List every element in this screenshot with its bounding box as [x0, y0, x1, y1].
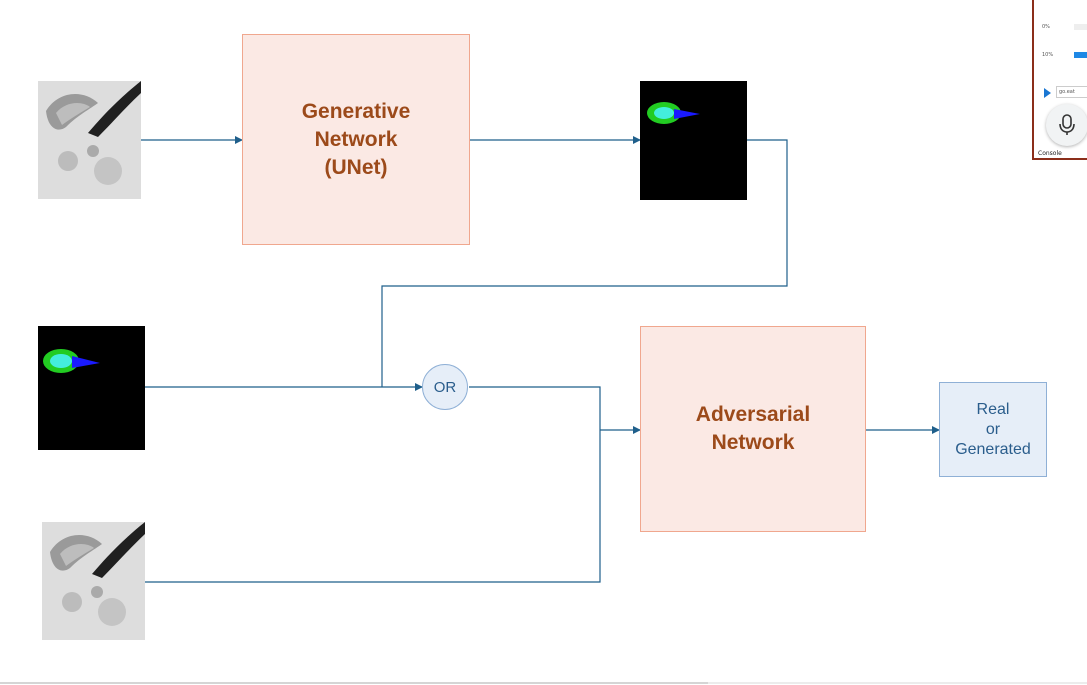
paired-mri-image: [42, 522, 145, 640]
inset-progress-bar-1: [1074, 24, 1087, 30]
output-box: Real or Generated: [939, 382, 1047, 477]
microphone-icon: [1059, 114, 1075, 135]
inset-console-label: Console: [1038, 150, 1062, 157]
inset-progress-bar-2: [1074, 52, 1087, 58]
inset-screenshot-panel: 0% 10% go.eat Console: [1032, 0, 1087, 160]
output-label-line-1: Real: [976, 400, 1010, 418]
generative-network-box: Generative Network (UNet): [242, 34, 470, 245]
generator-label-line-3: (UNet): [324, 155, 388, 179]
discriminator-label-line-1: Adversarial: [695, 403, 811, 426]
play-icon[interactable]: [1044, 88, 1051, 98]
bottom-divider-right: [708, 682, 1087, 684]
output-label-line-3: Generated: [955, 440, 1031, 458]
inset-row-label-2: 10%: [1042, 52, 1054, 58]
line-mri-to-merge: [145, 430, 601, 583]
generator-label-line-2: Network: [314, 127, 398, 151]
generated-segmentation-mask: [647, 102, 700, 124]
mri-slice-image: [42, 522, 145, 640]
adversarial-network-box: Adversarial Network: [640, 326, 866, 532]
real-mask-image: [38, 326, 145, 450]
generated-mask-image: [640, 81, 747, 200]
input-mri-image: [38, 81, 141, 199]
inset-row-label-1: 0%: [1042, 24, 1050, 30]
generator-label-line-1: Generative: [301, 99, 411, 123]
inset-code-field[interactable]: go.eat: [1056, 86, 1087, 98]
microphone-button[interactable]: [1046, 104, 1087, 146]
or-node: OR: [422, 364, 468, 410]
line-generated-mask-route: [381, 139, 788, 387]
output-label-line-2: or: [985, 420, 1001, 438]
or-label: OR: [433, 378, 457, 396]
line-or-to-merge: [469, 386, 601, 430]
bottom-divider: [0, 682, 708, 684]
ground-truth-segmentation-mask: [43, 349, 100, 373]
mri-slice-image: [38, 81, 141, 199]
discriminator-label-line-2: Network: [711, 431, 795, 454]
